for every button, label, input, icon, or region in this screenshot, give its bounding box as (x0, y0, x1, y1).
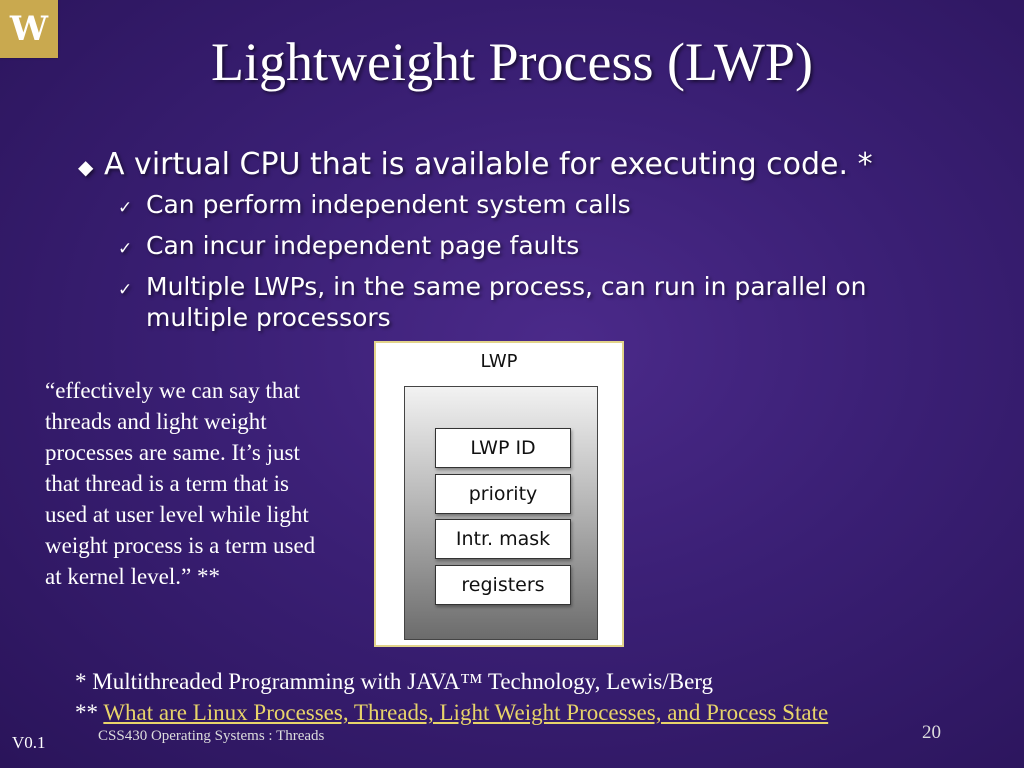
uw-logo: W (0, 0, 58, 58)
version-label: V0.1 (12, 733, 46, 752)
lwp-structure-box: LWP ID priority Intr. mask registers (404, 386, 598, 640)
footnote-2-prefix: ** (75, 700, 104, 725)
main-bullet: ◆ A virtual CPU that is available for ex… (78, 145, 958, 187)
sub-bullet-text: Multiple LWPs, in the same process, can … (146, 272, 867, 332)
priority-field: priority (435, 474, 571, 514)
page-number: 20 (922, 722, 941, 743)
sub-bullet-item: ✓ Can perform independent system calls (118, 189, 958, 224)
quote-text: “effectively we can say that threads and… (45, 378, 316, 589)
main-bullet-text: A virtual CPU that is available for exec… (104, 147, 873, 182)
reference-link[interactable]: What are Linux Processes, Threads, Light… (103, 700, 829, 725)
diagram-label: LWP (480, 351, 518, 372)
checkmark-icon: ✓ (118, 198, 133, 218)
sub-bullet-list: ✓ Can perform independent system calls ✓… (118, 189, 958, 333)
footnote-1: * Multithreaded Programming with JAVA™ T… (75, 669, 714, 694)
interrupt-mask-field: Intr. mask (435, 519, 571, 559)
footnotes: * Multithreaded Programming with JAVA™ T… (75, 666, 828, 728)
checkmark-icon: ✓ (118, 239, 133, 259)
slide-title: Lightweight Process (LWP) (211, 32, 813, 92)
diamond-icon: ◆ (78, 155, 94, 179)
lwp-id-field: LWP ID (435, 428, 571, 468)
bullet-list: ◆ A virtual CPU that is available for ex… (78, 145, 958, 339)
sub-bullet-item: ✓ Multiple LWPs, in the same process, ca… (118, 271, 958, 333)
footnote-2: ** What are Linux Processes, Threads, Li… (75, 697, 828, 728)
sub-bullet-text: Can incur independent page faults (146, 231, 580, 260)
checkmark-icon: ✓ (118, 280, 133, 300)
course-footer: CSS430 Operating Systems : Threads (98, 728, 325, 744)
sub-bullet-text: Can perform independent system calls (146, 190, 631, 219)
registers-field: registers (435, 565, 571, 605)
lwp-diagram: LWP LWP ID priority Intr. mask registers (374, 341, 624, 647)
sub-bullet-item: ✓ Can incur independent page faults (118, 230, 958, 265)
